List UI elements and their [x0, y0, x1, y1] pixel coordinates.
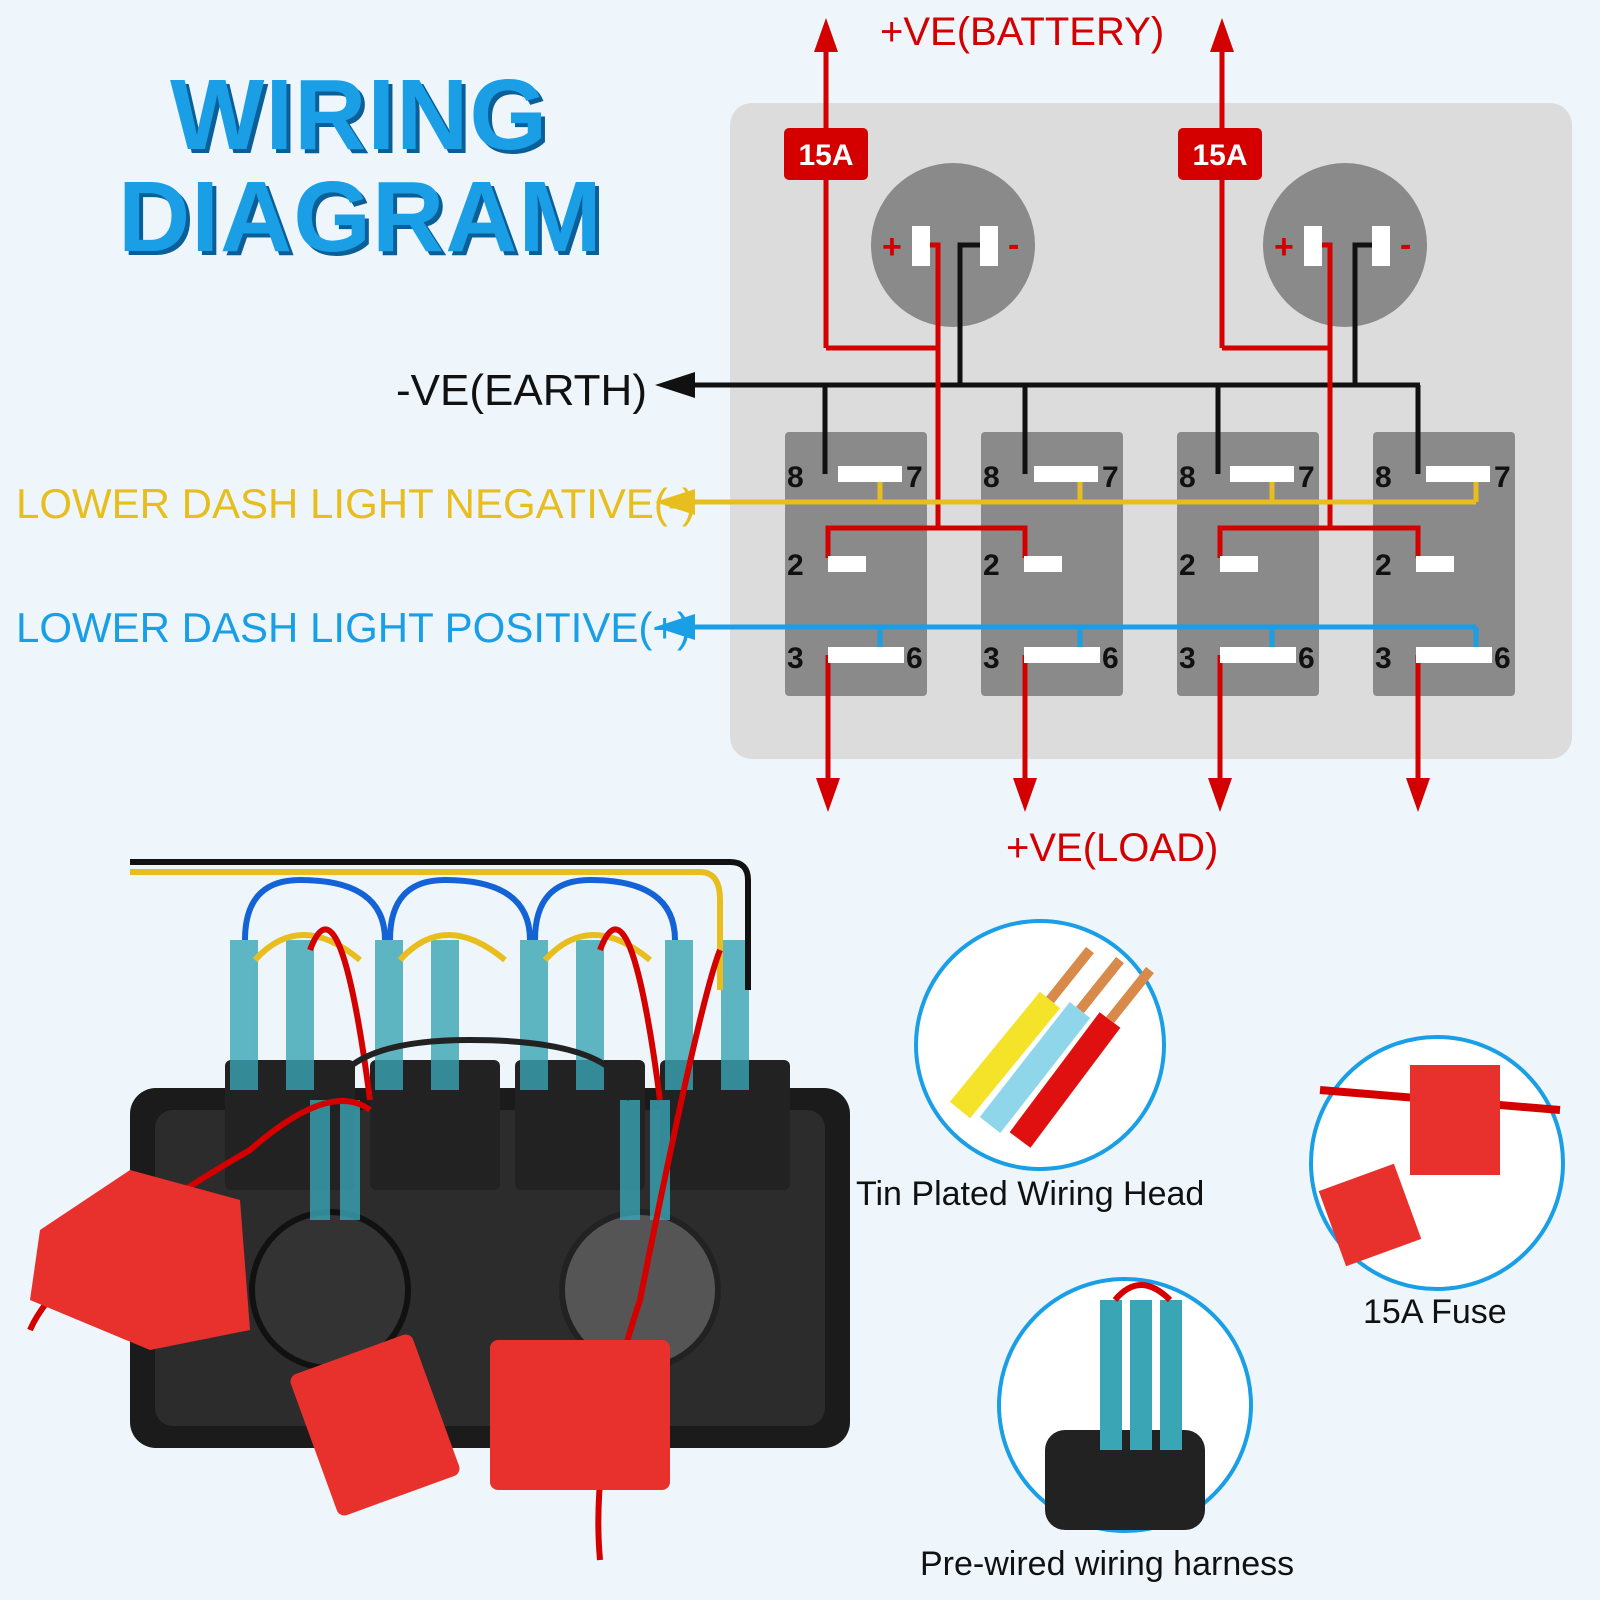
load-arrow-3: [1208, 778, 1232, 812]
svg-text:7: 7: [1298, 461, 1315, 494]
svg-text:3: 3: [787, 642, 804, 675]
load-arrow-1: [816, 778, 840, 812]
svg-text:6: 6: [1102, 642, 1119, 675]
callout-fuse: [1309, 1035, 1565, 1291]
svg-text:3: 3: [983, 642, 1000, 675]
load-label: +VE(LOAD): [1006, 826, 1219, 870]
svg-text:2: 2: [1179, 549, 1196, 582]
svg-text:+: +: [1274, 228, 1294, 266]
dash-positive-label: LOWER DASH LIGHT POSITIVE(+): [16, 604, 691, 651]
battery-arrow-1: [814, 18, 838, 52]
battery-label: +VE(BATTERY): [880, 10, 1165, 54]
svg-text:7: 7: [906, 461, 923, 494]
diagram-title-line2: DIAGRAM: [118, 161, 603, 273]
callout-wiring-head: [914, 919, 1166, 1171]
load-arrow-4: [1406, 778, 1430, 812]
usb-socket-1: [871, 163, 1035, 327]
svg-text:2: 2: [983, 549, 1000, 582]
harness-caption: Pre-wired wiring harness: [920, 1545, 1295, 1583]
callout-harness: [997, 1277, 1253, 1533]
fuse-label-2: 15A: [1178, 128, 1262, 180]
svg-text:-: -: [1400, 226, 1411, 264]
svg-text:6: 6: [906, 642, 923, 675]
load-arrow-2: [1013, 778, 1037, 812]
svg-text:15A: 15A: [1192, 139, 1247, 172]
svg-text:8: 8: [1179, 461, 1196, 494]
earth-label: -VE(EARTH): [396, 366, 647, 415]
fuse-caption: 15A Fuse: [1363, 1293, 1507, 1331]
socket-terminals: + - + -: [882, 226, 1411, 266]
svg-text:3: 3: [1179, 642, 1196, 675]
wiring-head-caption: Tin Plated Wiring Head: [856, 1175, 1205, 1213]
svg-text:3: 3: [1375, 642, 1392, 675]
svg-text:+: +: [882, 228, 902, 266]
fuse-label-1: 15A: [784, 128, 868, 180]
svg-text:8: 8: [787, 461, 804, 494]
svg-text:-: -: [1008, 226, 1019, 264]
earth-wire: [690, 242, 1421, 474]
svg-text:2: 2: [1375, 549, 1392, 582]
load-wires: [825, 655, 1421, 785]
dash-negative-arrow: [655, 489, 695, 515]
dash-positive-arrow: [655, 614, 695, 640]
svg-text:6: 6: [1494, 642, 1511, 675]
usb-socket-2: [1263, 163, 1427, 327]
diagram-title-line1: WIRING: [170, 59, 549, 171]
pin-numbers: 8 7 2 3 6 8 7 2 3 6 8 7 2 3 6 8 7 2 3 6: [787, 461, 1511, 675]
svg-text:8: 8: [983, 461, 1000, 494]
switch-terminals: [828, 466, 1492, 663]
svg-text:7: 7: [1494, 461, 1511, 494]
svg-text:8: 8: [1375, 461, 1392, 494]
svg-text:15A: 15A: [798, 139, 853, 172]
product-photo: [27, 859, 850, 1561]
svg-text:2: 2: [787, 549, 804, 582]
dash-negative-label: LOWER DASH LIGHT NEGATIVE(-): [16, 480, 696, 527]
battery-arrow-2: [1210, 18, 1234, 52]
svg-text:6: 6: [1298, 642, 1315, 675]
svg-text:7: 7: [1102, 461, 1119, 494]
earth-arrow: [655, 372, 695, 398]
battery-wire: [823, 40, 1421, 558]
